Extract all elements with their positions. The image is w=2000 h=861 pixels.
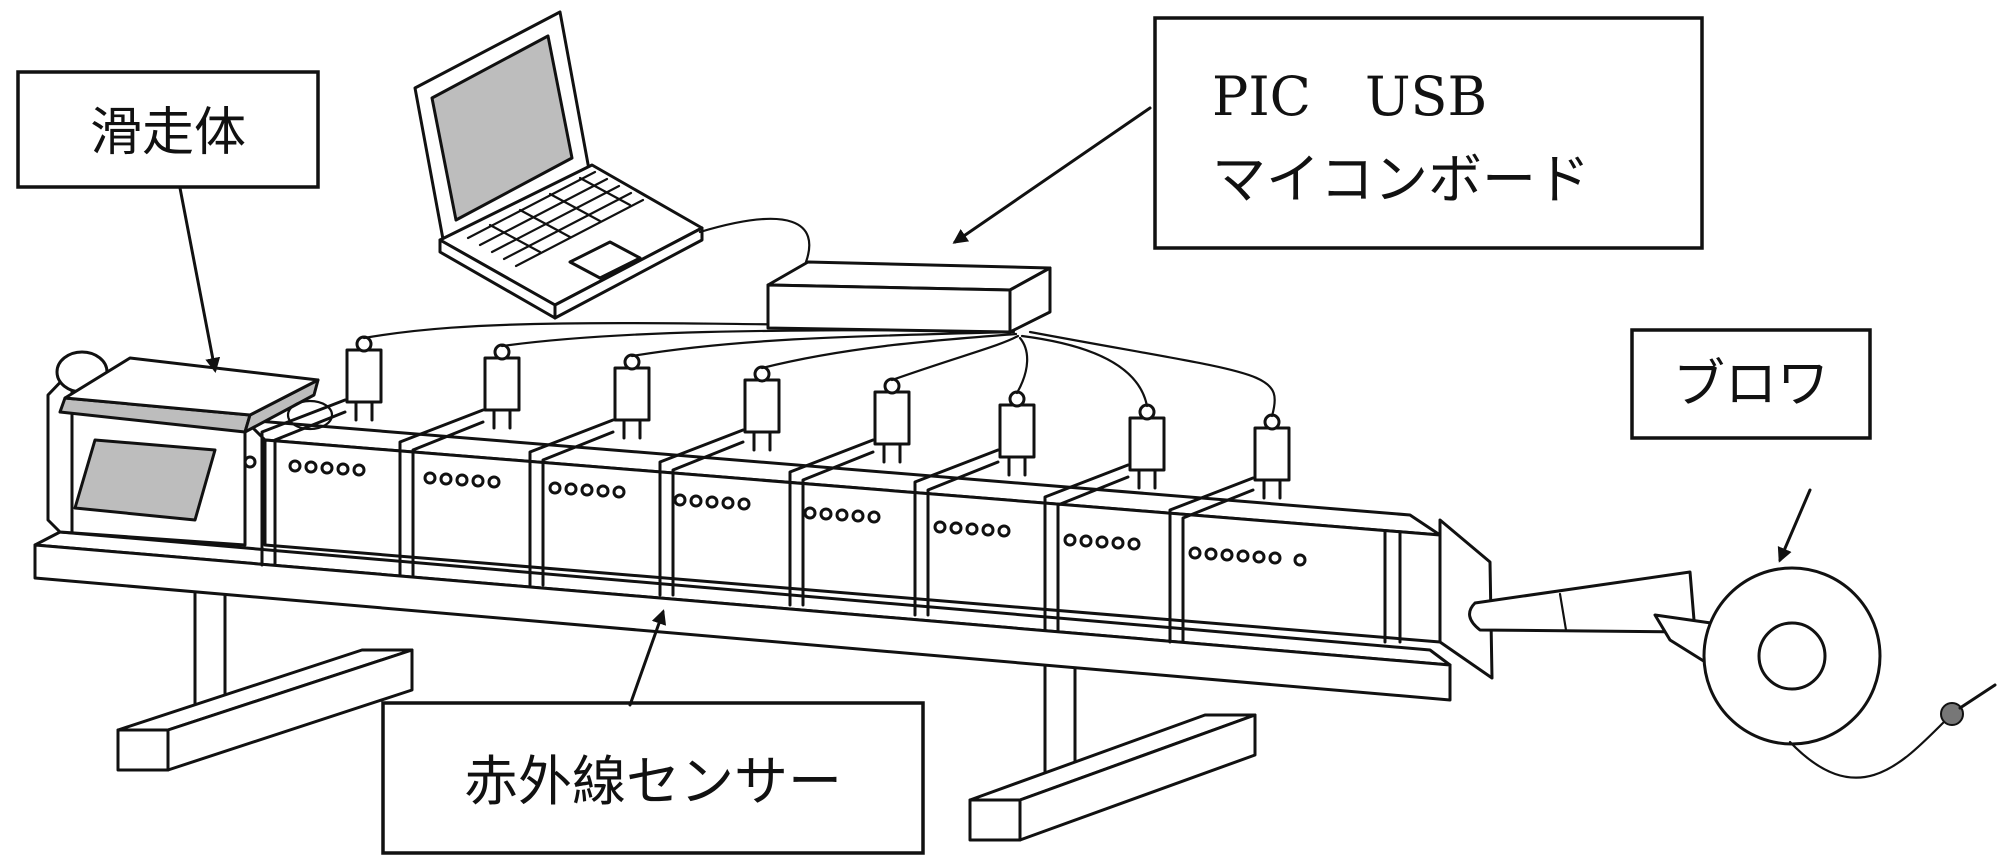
ir-sensor-arrow <box>628 609 667 707</box>
ir-sensor-label: 赤外線センサー <box>464 750 842 813</box>
blower <box>1653 566 1997 779</box>
right-stand <box>968 643 1257 842</box>
sensor-mount <box>528 353 651 587</box>
sensor-mount <box>788 377 911 607</box>
slider-label-box <box>16 70 320 189</box>
hose <box>1468 570 1697 634</box>
slider-label: 滑走体 <box>90 103 246 163</box>
pic-board-label-line1: PIC USB <box>1212 65 1487 128</box>
laptop <box>413 10 811 320</box>
pic-board-label-box <box>1153 16 1704 250</box>
air-holes <box>243 455 1307 567</box>
blower-arrow <box>1777 488 1812 563</box>
blower-label: ブロワ <box>1673 355 1829 415</box>
sensor-mount <box>398 343 521 577</box>
pic-usb-board <box>766 260 1052 334</box>
track-outlet <box>1438 518 1494 680</box>
air-track <box>243 418 1442 644</box>
base-plank <box>33 530 1452 702</box>
sensor-mount <box>1168 413 1291 644</box>
keyboard-grid <box>466 170 645 268</box>
slider <box>58 356 334 434</box>
pic-board-label-line2: マイコンボード <box>1212 148 1590 211</box>
sensor-mount <box>260 335 383 567</box>
sensor-wires <box>362 322 1276 418</box>
sensor-mount <box>913 390 1036 617</box>
blower-callout: ブロワ <box>1630 328 1872 563</box>
ir-sensor-callout: 赤外線センサー <box>381 609 925 855</box>
sensor-mounts <box>260 335 1291 644</box>
pic-board-callout: PIC USB マイコンボード <box>952 16 1704 250</box>
sensor-mount <box>658 365 781 597</box>
sensor-mount <box>1043 403 1166 632</box>
pic-board-arrow <box>952 106 1152 244</box>
slider-arrow <box>178 186 221 373</box>
blower-label-box <box>1630 328 1872 440</box>
slider-callout: 滑走体 <box>16 70 320 373</box>
ir-sensor-label-box <box>381 701 925 855</box>
left-stand <box>116 578 414 772</box>
